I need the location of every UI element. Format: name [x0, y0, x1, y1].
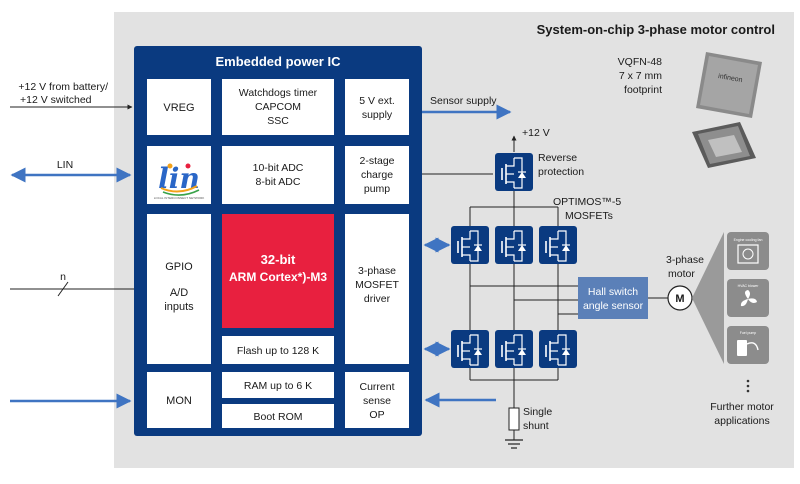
- optimos-label-2: MOSFETs: [565, 210, 613, 222]
- reverse-protection-label-2: protection: [538, 166, 584, 178]
- mosfet-driver-block: [345, 214, 409, 364]
- gpio-label-3: inputs: [164, 301, 194, 313]
- watchdog-label-2: CAPCOM: [255, 101, 301, 113]
- package-label-3: footprint: [624, 84, 662, 96]
- high-side-fet-2: [494, 225, 534, 265]
- current-sense-block: [345, 372, 409, 428]
- charge-pump-label-2: charge: [361, 169, 393, 181]
- lin-logo: lin LOCAL INTERCONNECT NETWORK: [154, 162, 205, 200]
- motor-symbol-letter: M: [675, 293, 684, 305]
- adc-label-1: 10-bit ADC: [253, 162, 304, 174]
- ic-title: Embedded power IC: [216, 54, 342, 69]
- adc-label-2: 8-bit ADC: [256, 176, 301, 188]
- shunt-label-1: Single: [523, 406, 552, 418]
- battery-label-1: +12 V from battery/: [18, 81, 108, 93]
- diagram-title: System-on-chip 3-phase motor control: [537, 22, 775, 37]
- gpio-bus-slash: [57, 281, 69, 297]
- mon-block: [147, 372, 211, 428]
- cpu-label-1: 32-bit: [261, 252, 296, 267]
- motor-label-1: 3-phase: [666, 254, 704, 266]
- high-side-fet-3: [538, 225, 578, 265]
- reverse-protection-fet: [494, 152, 534, 192]
- lin-logo-subtitle: LOCAL INTERCONNECT NETWORK: [154, 196, 205, 200]
- vreg-block: [147, 79, 211, 135]
- bridge-wiring: [469, 191, 668, 440]
- watchdog-label-1: Watchdogs timer: [239, 87, 318, 99]
- chip-brand-label: infineon: [718, 73, 743, 84]
- mosfet-driver-label-1: 3-phase: [358, 265, 396, 277]
- app-hvac-blower: HVAC blower: [727, 279, 769, 317]
- high-side-fet-1: [450, 225, 490, 265]
- app-fuel-pump: Fuel pump: [727, 326, 769, 364]
- ram-label: RAM up to 6 K: [244, 380, 312, 392]
- flash-block: [222, 336, 334, 364]
- further-label-1: Further motor: [710, 401, 774, 413]
- low-side-fet-2: [494, 329, 534, 369]
- chip-top: infineon: [696, 52, 762, 118]
- watchdog-label-3: SSC: [267, 115, 289, 127]
- adc-block: [222, 146, 334, 204]
- sensor-supply-label: Sensor supply: [430, 95, 497, 107]
- package-label-1: VQFN-48: [618, 56, 663, 68]
- motor-label-2: motor: [668, 268, 695, 280]
- plus12v-label: +12 V: [522, 127, 550, 139]
- mon-label: MON: [166, 395, 192, 407]
- gpio-label-1: GPIO: [165, 261, 193, 273]
- hall-label-2: angle sensor: [583, 300, 644, 312]
- more-dot-2: [746, 384, 750, 388]
- more-dot-3: [746, 389, 750, 393]
- app-2-label: HVAC blower: [738, 284, 760, 288]
- hall-label-1: Hall switch: [588, 286, 638, 298]
- reverse-protection-label-1: Reverse: [538, 152, 577, 164]
- watchdog-block: [222, 79, 334, 135]
- charge-pump-label-3: pump: [364, 183, 390, 195]
- bootrom-block: [222, 404, 334, 428]
- more-dot-1: [746, 379, 750, 383]
- gpio-block: [147, 214, 211, 364]
- low-side-fet-1: [450, 329, 490, 369]
- applications-wedge: [692, 232, 724, 364]
- charge-pump-block: [345, 146, 409, 204]
- supply-5v-label-1: 5 V ext.: [359, 95, 395, 107]
- gpio-label-2: A/D: [170, 287, 188, 299]
- optimos-label-1: OPTIMOS™-5: [553, 196, 621, 208]
- n-label: n: [60, 271, 66, 283]
- app-3-label: Fuel pump: [740, 331, 757, 335]
- supply-5v-label-2: supply: [362, 109, 393, 121]
- mosfet-driver-label-3: driver: [364, 293, 391, 305]
- current-sense-label-1: Current: [359, 381, 394, 393]
- chip-bottom: [692, 122, 756, 168]
- app-engine-cooling-fan: Engine cooling fan: [727, 232, 769, 270]
- app-1-label: Engine cooling fan: [734, 238, 763, 242]
- shunt-label-2: shunt: [523, 420, 549, 432]
- shunt-resistor: [508, 407, 520, 431]
- hall-sensor-block: [578, 277, 648, 319]
- mosfet-driver-label-2: MOSFET: [355, 279, 399, 291]
- bootrom-label: Boot ROM: [253, 411, 302, 423]
- low-side-fet-3: [538, 329, 578, 369]
- current-sense-label-3: OP: [369, 409, 384, 421]
- vreg-label: VREG: [163, 102, 194, 114]
- charge-pump-label-1: 2-stage: [359, 155, 394, 167]
- lin-signal-label: LIN: [57, 159, 73, 171]
- battery-label-2: +12 V switched: [20, 94, 92, 106]
- supply-5v-block: [345, 79, 409, 135]
- flash-label: Flash up to 128 K: [237, 345, 319, 357]
- ram-block: [222, 372, 334, 398]
- further-label-2: applications: [714, 415, 769, 427]
- package-label-2: 7 x 7 mm: [619, 70, 662, 82]
- cpu-label-2: ARM Cortex*)-M3: [229, 270, 327, 284]
- cpu-block: [222, 214, 334, 328]
- current-sense-label-2: sense: [363, 395, 391, 407]
